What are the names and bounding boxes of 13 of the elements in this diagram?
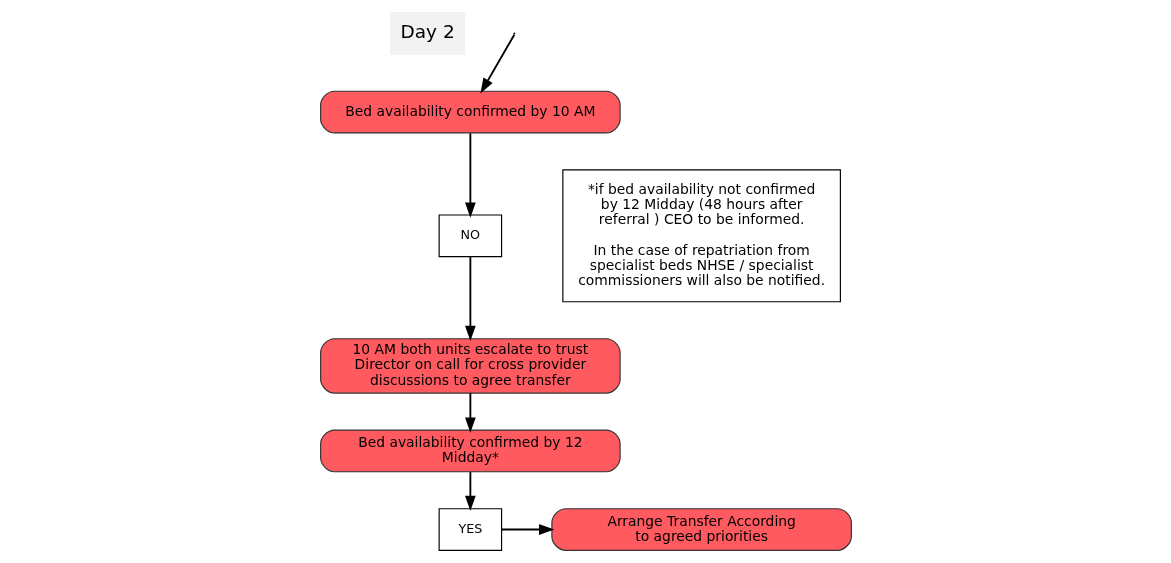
arrow	[464, 392, 476, 433]
arrow	[500, 524, 554, 535]
node-box: *if bed availability not confirmed by 12 Midday (48 hours after referral ) CEO to be informed. In the case of repatriation from specialist beds NHSE / specialist commissioners will also be notified.	[561, 169, 841, 303]
node-box: 10 AM both units escalate to trust Director on call for cross provider discussions to agree transfer	[319, 338, 621, 394]
node-box: YES	[438, 508, 502, 551]
node-box: Bed availability confirmed by 10 AM	[319, 90, 621, 134]
node-box: Arrange Transfer According to agreed priorities	[550, 508, 852, 551]
arrow	[464, 256, 476, 342]
arrow	[479, 33, 515, 94]
arrow	[464, 471, 476, 511]
node-box: Bed availability confirmed by 12 Midday*	[319, 429, 621, 473]
node-box: NO	[438, 214, 502, 258]
arrow	[464, 132, 476, 218]
